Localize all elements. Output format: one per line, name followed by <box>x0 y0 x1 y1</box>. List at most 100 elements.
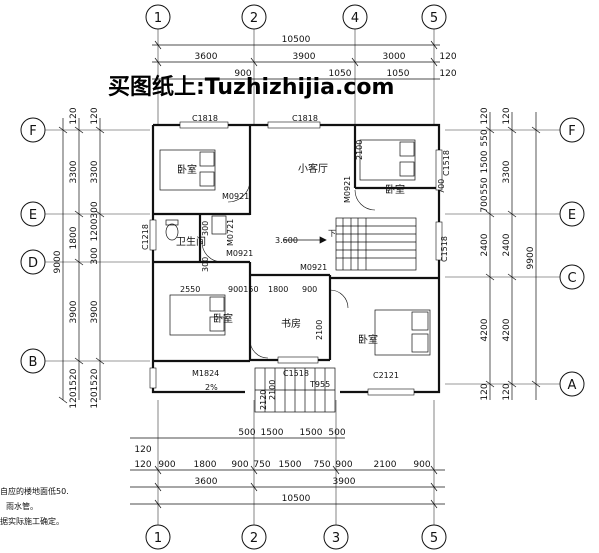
note-line-2: 雨水管。 <box>6 501 38 511</box>
dim-bottom-fine-8: 900 <box>413 460 430 470</box>
dim-2550: 2550 <box>180 285 200 294</box>
staircase <box>254 217 417 413</box>
code-c2121: C2121 <box>373 371 399 380</box>
dim-left-3300: 3300 <box>69 160 79 183</box>
room-living: 小客厅 <box>298 162 328 175</box>
dim-right-700: 700 <box>480 195 490 212</box>
window-marks <box>149 121 443 396</box>
dim-top-fine-1050a: 1050 <box>329 69 352 79</box>
dim-right-1500: 1500 <box>480 150 490 173</box>
code-c1518-e: C1518 <box>440 236 449 262</box>
bed-sketches <box>159 139 431 356</box>
code-m0921-b: M0921 <box>343 176 352 203</box>
dim-left-inner-300b: 300 <box>90 247 100 264</box>
dim-top-fine-900: 900 <box>234 69 251 79</box>
code-c1518-s: C1518 <box>283 369 309 378</box>
dim-right-mid-4200: 4200 <box>502 318 512 341</box>
dim-right-top-120a: 120 <box>502 107 512 124</box>
code-m0721: M0721 <box>226 219 235 246</box>
axis-bottom-3: 3 <box>332 531 340 546</box>
axis-left-D: D <box>28 256 38 271</box>
dim-bottom-total: 10500 <box>282 494 311 504</box>
dim-1800: 1800 <box>268 285 288 294</box>
note-line-3: 据实际施工确定。 <box>0 516 64 526</box>
code-c1818-a: C1818 <box>192 114 218 123</box>
axis-bottom-2: 2 <box>250 531 258 546</box>
dim-bottom-fine-5: 750 <box>313 460 330 470</box>
dim-bottom-120b: 120 <box>134 460 151 470</box>
dim-300a: 300 <box>201 221 210 236</box>
dim-900: 900 <box>302 285 317 294</box>
dim-right-mid-3300: 3300 <box>502 160 512 183</box>
note-line-1: 自应的楼地面低50. <box>0 486 69 496</box>
dim-700: 700 <box>437 179 446 194</box>
code-c1218: C1218 <box>141 224 150 250</box>
dim-stair-1500b: 1500 <box>300 428 323 438</box>
dim-2100-a: 2100 <box>355 140 364 160</box>
axis-left-F: F <box>29 124 36 139</box>
dim-left-top-120a: 120 <box>69 107 79 124</box>
dim-lines-bottom <box>130 437 445 509</box>
dim-right-120b: 120 <box>502 383 512 400</box>
dim-left-inner-1520: 1520 <box>90 368 100 391</box>
axis-left-B: B <box>29 355 38 370</box>
dim-left-1800: 1800 <box>69 226 79 249</box>
dim-bottom-fine-0: 900 <box>158 460 175 470</box>
dim-top-3900: 3900 <box>293 52 316 62</box>
dim-top-edge-120: 120 <box>439 52 456 62</box>
axis-right-A: A <box>568 378 577 393</box>
code-m0921-d: M0921 <box>300 263 327 272</box>
dim-right-top-120b: 120 <box>480 107 490 124</box>
dim-top-fine-120: 120 <box>439 69 456 79</box>
axis-bottom-5: 5 <box>430 531 438 546</box>
dim-lines-top <box>152 40 440 80</box>
axis-right-C: C <box>567 271 576 286</box>
axis-top-2: 2 <box>250 11 258 26</box>
watermark-text: 买图纸上:Tuzhizhijia.com <box>108 74 394 100</box>
dim-300b: 300 <box>201 257 210 272</box>
axis-lines <box>45 29 560 525</box>
door-swings <box>201 179 376 359</box>
room-study: 书房 <box>281 317 301 330</box>
code-t955: T955 <box>309 380 330 389</box>
dim-right-total: 9900 <box>526 246 536 269</box>
dim-bottom-fine-7: 2100 <box>374 460 397 470</box>
room-bedroom-ne: 卧室 <box>385 183 405 196</box>
axis-top-4: 4 <box>351 11 359 26</box>
dim-bottom-fine-3: 750 <box>253 460 270 470</box>
dim-top-3600: 3600 <box>195 52 218 62</box>
code-c1518-ne: C1518 <box>442 150 451 176</box>
dim-left-bottom-120a: 120 <box>69 391 79 408</box>
dim-lines-left <box>58 118 105 404</box>
code-m1824: M1824 <box>192 369 219 378</box>
dim-bottom-3600: 3600 <box>195 477 218 487</box>
dim-900150: 900150 <box>228 285 259 294</box>
dim-left-total: 9000 <box>53 250 63 273</box>
dim-bottom-fine-4: 1500 <box>279 460 302 470</box>
room-bedroom-se: 卧室 <box>358 333 378 346</box>
dim-stair-500a: 500 <box>238 428 255 438</box>
slope-mark: 2% <box>205 383 218 392</box>
dim-bottom-fine-6: 900 <box>335 460 352 470</box>
room-bedroom-w: 卧室 <box>213 312 233 325</box>
dim-right-mid-2400: 2400 <box>502 233 512 256</box>
axis-top-1: 1 <box>154 11 162 26</box>
axis-bottom-1: 1 <box>154 531 162 546</box>
code-m0921-c: M0921 <box>226 249 253 258</box>
dim-top-3000: 3000 <box>383 52 406 62</box>
code-c1818-b: C1818 <box>292 114 318 123</box>
room-bedroom-nw: 卧室 <box>177 163 197 176</box>
room-bath: 卫生间 <box>176 235 206 248</box>
axis-top-5: 5 <box>430 11 438 26</box>
axis-right-E: E <box>568 208 576 223</box>
dim-left-top-120b: 120 <box>90 107 100 124</box>
dim-bottom-120a: 120 <box>134 445 151 455</box>
dim-right-120a: 120 <box>480 383 490 400</box>
dim-2120: 2120 <box>259 390 268 410</box>
dim-stair-1500a: 1500 <box>261 428 284 438</box>
dim-stair-500b: 500 <box>328 428 345 438</box>
dim-top-fine-1050b: 1050 <box>387 69 410 79</box>
dim-lines-right <box>485 112 541 400</box>
